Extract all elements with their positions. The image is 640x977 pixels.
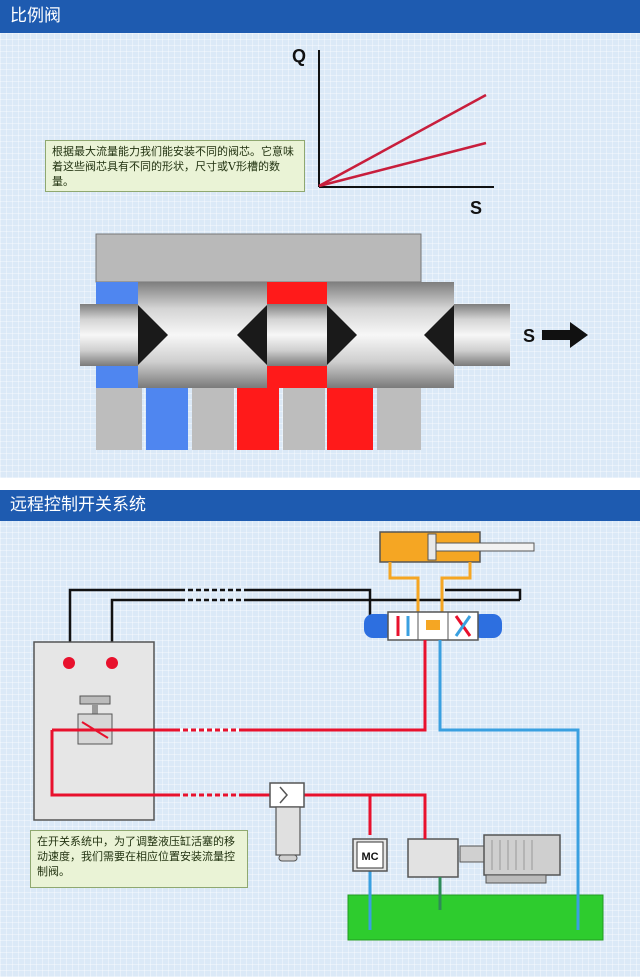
graph-y-label: Q: [292, 46, 306, 66]
v-notch-3: [327, 305, 357, 365]
directional-valve: [364, 611, 502, 641]
indicator-light-1: [63, 657, 75, 669]
v-notch-2: [237, 305, 267, 365]
flow-control-valve: [269, 782, 305, 862]
section-title-proportional-valve: 比例阀: [0, 0, 640, 33]
flow-stroke-graph: Q S: [292, 46, 494, 218]
electric-motor: [483, 834, 561, 876]
port-land-2: [192, 388, 234, 450]
flow-curve-small: [318, 141, 487, 188]
relief-valve: MC: [352, 838, 388, 872]
valve-spool: [80, 282, 510, 388]
section-title-remote-switch: 远程控制开关系统: [0, 490, 640, 521]
port-pressure-a: [237, 388, 279, 450]
remote-switch-note: 在开关系统中，为了调整液压缸活塞的移动速度，我们需要在相应位置安装流量控制阀。: [30, 830, 248, 888]
hydraulic-cylinder: [379, 531, 535, 615]
pump-motor-unit: [407, 834, 561, 910]
pump: [407, 838, 459, 878]
spool-stroke-label: S: [523, 326, 535, 346]
control-wires: [68, 588, 522, 642]
port-tank-a: [146, 388, 188, 450]
port-land-1: [96, 388, 142, 450]
flow-curve-large: [318, 93, 487, 188]
oil-tank: [347, 894, 604, 941]
valve-body: [95, 233, 422, 450]
indicator-light-2: [106, 657, 118, 669]
remote-switch-diagram: MC: [33, 531, 604, 941]
remote-switch-system-panel: 远程控制开关系统: [0, 490, 640, 977]
proportional-valve-panel: 比例阀 Q S: [0, 0, 640, 478]
port-land-4: [377, 388, 421, 450]
port-pressure-b: [327, 388, 373, 450]
return-line: [368, 640, 580, 930]
proportional-valve-diagram: Q S: [80, 46, 588, 450]
relief-valve-label: MC: [361, 851, 378, 863]
right-arrow-icon: [542, 322, 588, 348]
v-notch-1: [138, 305, 168, 365]
proportional-valve-note: 根据最大流量能力我们能安装不同的阀芯。它意味着这些阀芯具有不同的形状，尺寸或V形…: [45, 140, 305, 192]
v-notch-4: [424, 305, 454, 365]
graph-x-label: S: [470, 198, 482, 218]
port-land-3: [283, 388, 325, 450]
